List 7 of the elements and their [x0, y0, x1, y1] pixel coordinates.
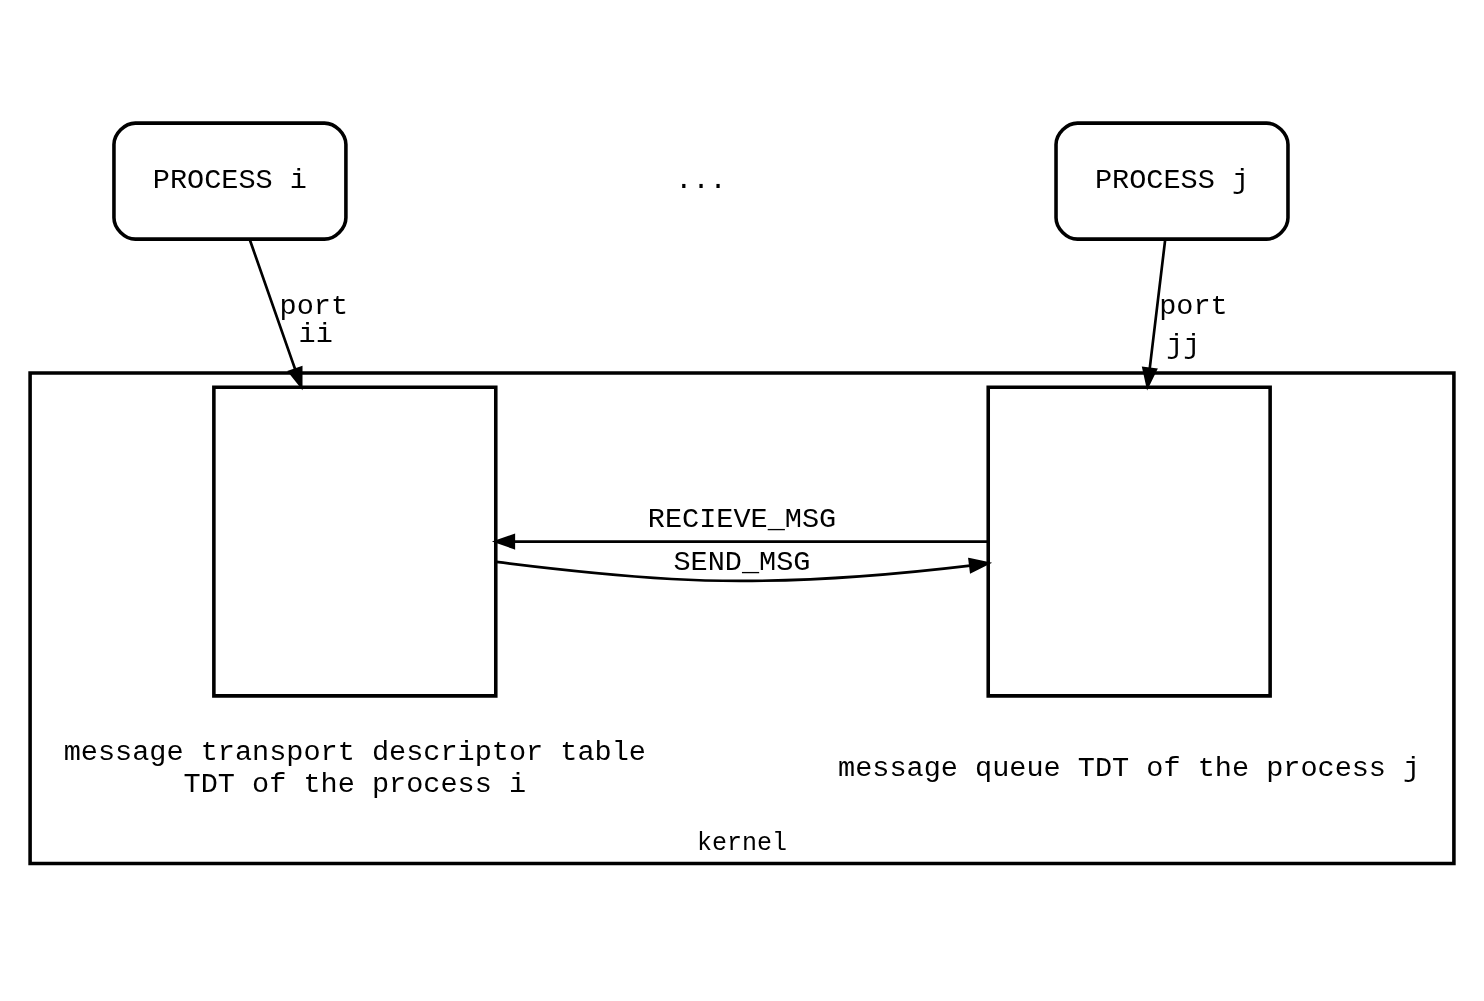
edge-label: SEND_MSG — [673, 545, 811, 579]
edge-label: port — [1159, 289, 1228, 323]
edge-label: RECIEVE_MSG — [647, 502, 837, 536]
node-label: message queue TDT of the process j — [838, 751, 1421, 785]
label: jj — [1166, 329, 1201, 363]
label: ... — [675, 163, 727, 197]
node-label: message transport descriptor table TDT of the process i — [63, 735, 646, 801]
